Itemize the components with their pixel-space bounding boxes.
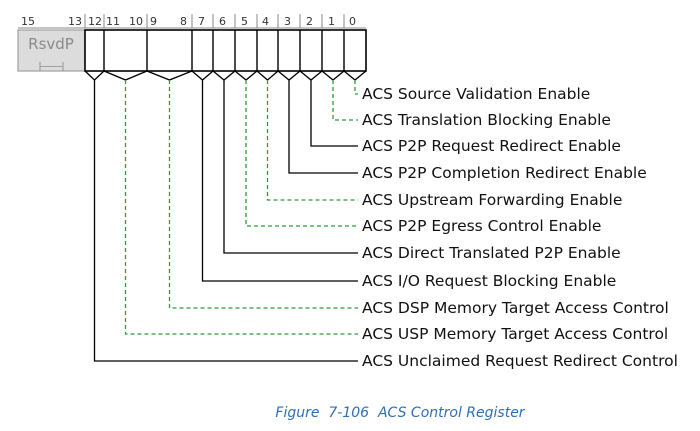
field-label-p2p-request-redirect: ACS P2P Request Redirect Enable <box>362 137 621 155</box>
field-label-io-request-blocking: ACS I/O Request Blocking Enable <box>362 272 616 290</box>
field-label-dsp-memory-target: ACS DSP Memory Target Access Control <box>362 299 669 317</box>
bit-number-12: 12 <box>88 15 102 28</box>
bit-number-6: 6 <box>219 15 226 28</box>
field-label-translation-blocking: ACS Translation Blocking Enable <box>362 111 611 129</box>
bit-number-3: 3 <box>284 15 291 28</box>
bit-number-row: 15 13 12 11 10 9 8 7 6 5 4 3 2 1 0 <box>18 14 366 29</box>
leader-line-p2p-request-redirect <box>310 80 358 147</box>
bit-number-11: 11 <box>106 15 120 28</box>
field-label-p2p-completion-redirect: ACS P2P Completion Redirect Enable <box>362 164 647 182</box>
bit-number-9: 9 <box>150 15 157 28</box>
bit-number-10: 10 <box>129 15 143 28</box>
bit-number-0: 0 <box>349 15 356 28</box>
field-label-p2p-egress-control: ACS P2P Egress Control Enable <box>362 217 601 235</box>
bit-number-7: 7 <box>198 15 205 28</box>
leader-line-io-request-blocking <box>201 80 358 282</box>
field-label-unclaimed-request-redirect: ACS Unclaimed Request Redirect Control <box>362 352 678 370</box>
leader-line-direct-translated-p2p <box>223 80 358 254</box>
leader-line-translation-blocking <box>332 80 358 121</box>
field-labels: ACS Source Validation Enable ACS Transla… <box>362 85 678 370</box>
bit-number-5: 5 <box>241 15 248 28</box>
bit-number-1: 1 <box>328 15 335 28</box>
leader-line-unclaimed-request-redirect <box>93 80 358 362</box>
bit-number-4: 4 <box>262 15 269 28</box>
field-label-upstream-forwarding: ACS Upstream Forwarding Enable <box>362 191 622 209</box>
register-box <box>84 29 367 72</box>
reserved-label: RsvdP <box>28 35 74 53</box>
leader-line-p2p-completion-redirect <box>288 80 358 174</box>
bit-number-8: 8 <box>180 15 187 28</box>
leader-line-dsp-memory-target <box>168 80 358 309</box>
bit-number-2: 2 <box>306 15 313 28</box>
bit-number-13: 13 <box>68 15 82 28</box>
bit-number-15: 15 <box>21 15 35 28</box>
field-wedges <box>84 70 367 81</box>
leader-lines <box>93 80 358 362</box>
leader-line-source-validation <box>354 80 358 95</box>
reserved-field: RsvdP <box>17 29 86 72</box>
field-label-source-validation: ACS Source Validation Enable <box>362 85 590 103</box>
field-label-direct-translated-p2p: ACS Direct Translated P2P Enable <box>362 244 621 262</box>
leader-line-upstream-forwarding <box>266 80 358 201</box>
leader-line-p2p-egress-control <box>245 80 358 227</box>
figure-caption: Figure 7-106 ACS Control Register <box>275 405 525 421</box>
leader-line-usp-memory-target <box>124 80 358 335</box>
field-label-usp-memory-target: ACS USP Memory Target Access Control <box>362 325 668 343</box>
